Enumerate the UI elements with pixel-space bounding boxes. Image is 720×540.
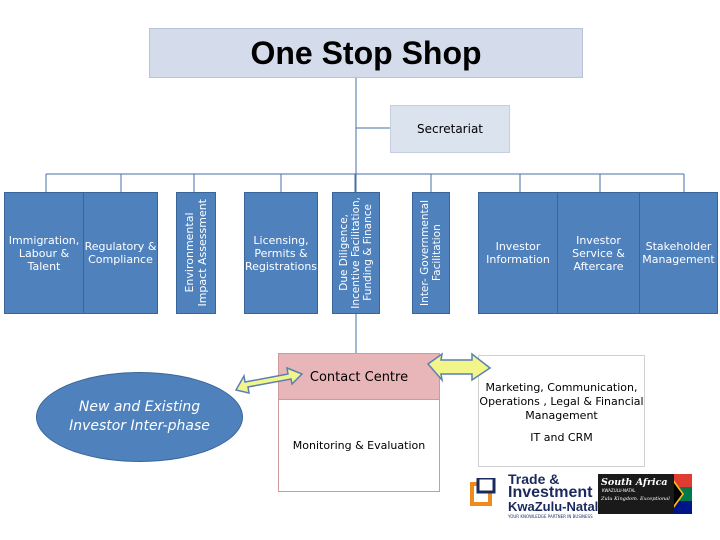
dept-intergovernmental: Inter- Governmental Facilitation [412, 192, 450, 314]
it-crm-label: IT and CRM [530, 431, 593, 444]
dept-investor-information-label: Investor Information [486, 240, 550, 266]
dept-immigration: Immigration, Labour & Talent [4, 192, 84, 314]
dept-immigration-label: Immigration, Labour & Talent [8, 233, 80, 273]
sa-line1: South Africa [601, 477, 668, 488]
marketing-box: Marketing, Communication, Operations , L… [478, 355, 645, 467]
dept-stakeholder-label: Stakeholder Management [642, 240, 715, 266]
investor-interphase-oval: New and Existing Investor Inter-phase [36, 372, 243, 462]
dept-intergovernmental-label: Inter- Governmental Facilitation [419, 200, 443, 306]
dept-due-diligence-label: Due Diligence, Incentive Facilitation, F… [338, 197, 374, 309]
dept-investor-service: Investor Service & Aftercare [558, 192, 640, 314]
sa-tagline: Zulu Kingdom. Exceptional [601, 496, 670, 502]
sa-line2: KWAZULU-NATAL [602, 488, 636, 493]
dept-environmental: Environmental Impact Assessment [176, 192, 216, 314]
tik-line2: Investment [508, 484, 593, 501]
secretariat-box: Secretariat [390, 105, 510, 153]
dept-licensing: Licensing, Permits & Registrations [244, 192, 318, 314]
tik-logo-icon [470, 478, 496, 506]
dept-environmental-label: Environmental Impact Assessment [183, 199, 209, 307]
dept-stakeholder: Stakeholder Management [640, 192, 718, 314]
marketing-label: Marketing, Communication, Operations , L… [479, 381, 644, 422]
dept-investor-service-label: Investor Service & Aftercare [572, 233, 625, 273]
tik-line1: Trade & [508, 471, 560, 487]
logos: Trade & Investment KwaZulu-Natal YOUR KN… [470, 470, 692, 520]
sa-flag-icon [674, 474, 692, 514]
dept-investor-information: Investor Information [478, 192, 558, 314]
dept-due-diligence: Due Diligence, Incentive Facilitation, F… [332, 192, 380, 314]
monitoring-evaluation-box: Monitoring & Evaluation [278, 399, 440, 492]
page-title: One Stop Shop [149, 28, 583, 78]
dept-licensing-label: Licensing, Permits & Registrations [244, 233, 318, 273]
dept-regulatory: Regulatory & Compliance [84, 192, 158, 314]
double-arrow-left [234, 366, 304, 394]
contact-centre-box: Contact Centre [278, 353, 440, 401]
sa-logo: South Africa KWAZULU-NATAL Zulu Kingdom.… [598, 474, 674, 514]
dept-regulatory-label: Regulatory & Compliance [84, 240, 157, 266]
tik-tagline: YOUR KNOWLEDGE PARTNER IN BUSINESS [508, 514, 593, 519]
double-arrow-right [426, 352, 492, 383]
tik-line3: KwaZulu-Natal [508, 499, 599, 514]
